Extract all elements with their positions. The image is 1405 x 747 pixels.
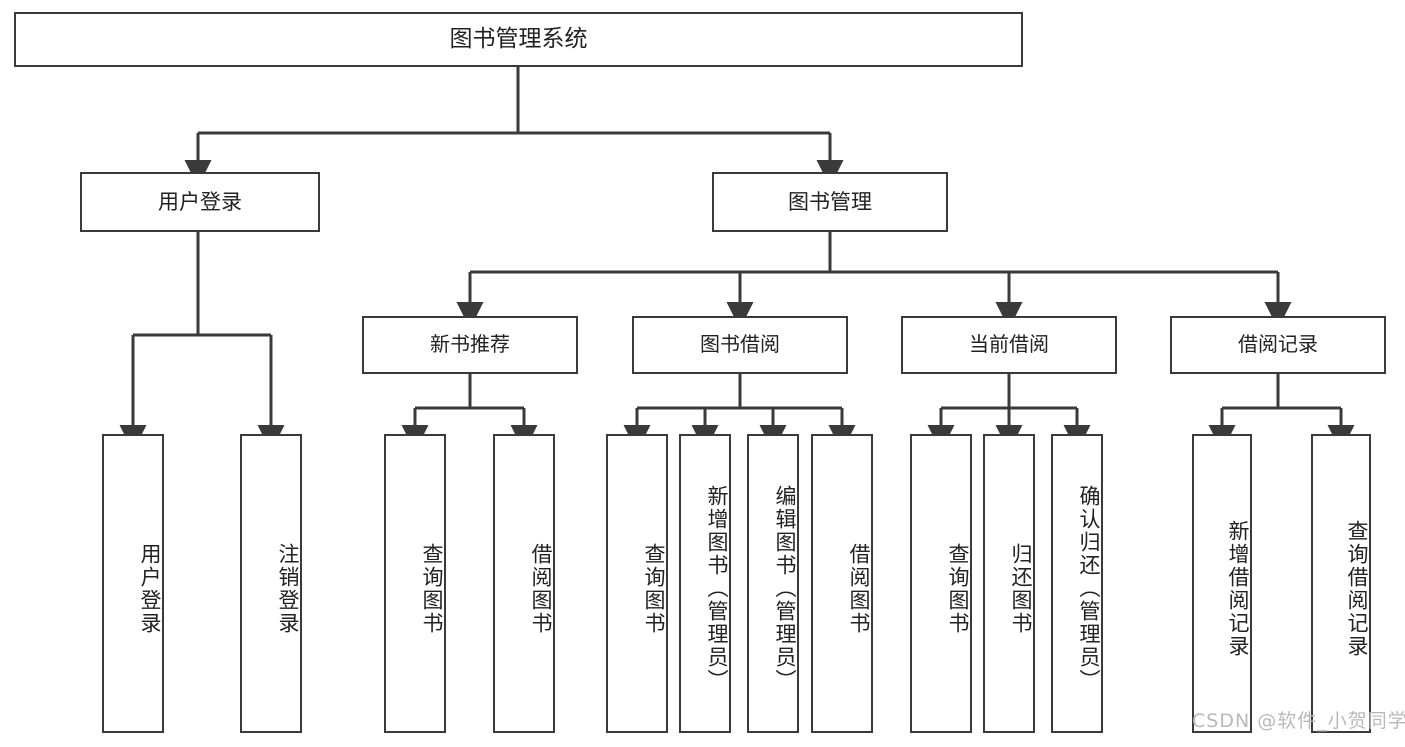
leaf-book-borrow-query-book[interactable]: 查询图书 — [606, 434, 668, 733]
node-borrow-record[interactable]: 借阅记录 — [1170, 316, 1386, 374]
node-label: 查询图书 — [946, 542, 970, 635]
node-label: 借阅记录 — [1238, 332, 1318, 357]
node-current-borrow[interactable]: 当前借阅 — [901, 316, 1117, 374]
node-label: 新书推荐 — [430, 332, 510, 357]
leaf-user-login-logout[interactable]: 注销登录 — [240, 434, 302, 733]
leaf-user-login-login[interactable]: 用户登录 — [102, 434, 164, 733]
node-book-borrow[interactable]: 图书借阅 — [632, 316, 848, 374]
node-label: 当前借阅 — [969, 332, 1049, 357]
leaf-new-book-query-book[interactable]: 查询图书 — [384, 434, 446, 733]
node-label: 确认归还（管理员） — [1077, 485, 1101, 692]
node-label: 用户登录 — [138, 542, 162, 635]
node-label: 查询图书 — [642, 542, 666, 635]
leaf-current-borrow-confirm-return-admin[interactable]: 确认归还（管理员） — [1051, 434, 1103, 733]
leaf-borrow-record-query-record[interactable]: 查询借阅记录 — [1311, 434, 1371, 733]
node-label: 借阅图书 — [529, 542, 553, 635]
node-label: 编辑图书（管理员） — [773, 485, 797, 692]
leaf-book-borrow-edit-book-admin[interactable]: 编辑图书（管理员） — [747, 434, 799, 733]
node-label: 查询借阅记录 — [1345, 519, 1369, 658]
node-new-book-recommend[interactable]: 新书推荐 — [362, 316, 578, 374]
leaf-borrow-record-add-record[interactable]: 新增借阅记录 — [1192, 434, 1252, 733]
node-label: 新增借阅记录 — [1226, 519, 1250, 658]
node-label: 图书管理 — [788, 189, 872, 214]
node-label: 新增图书（管理员） — [705, 485, 729, 692]
leaf-new-book-borrow-book[interactable]: 借阅图书 — [493, 434, 555, 733]
node-label: 注销登录 — [276, 542, 300, 635]
leaf-current-borrow-return-book[interactable]: 归还图书 — [983, 434, 1035, 733]
leaf-book-borrow-add-book-admin[interactable]: 新增图书（管理员） — [679, 434, 731, 733]
node-root-book-management-system[interactable]: 图书管理系统 — [14, 12, 1023, 67]
node-label: 查询图书 — [420, 542, 444, 635]
node-label: 图书借阅 — [700, 332, 780, 357]
node-user-login[interactable]: 用户登录 — [80, 172, 320, 232]
node-book-management[interactable]: 图书管理 — [712, 172, 948, 232]
node-label: 归还图书 — [1009, 542, 1033, 635]
node-label: 借阅图书 — [847, 542, 871, 635]
node-label: 图书管理系统 — [449, 25, 588, 52]
node-label: 用户登录 — [158, 189, 242, 214]
leaf-current-borrow-query-book[interactable]: 查询图书 — [910, 434, 972, 733]
leaf-book-borrow-borrow-book[interactable]: 借阅图书 — [811, 434, 873, 733]
